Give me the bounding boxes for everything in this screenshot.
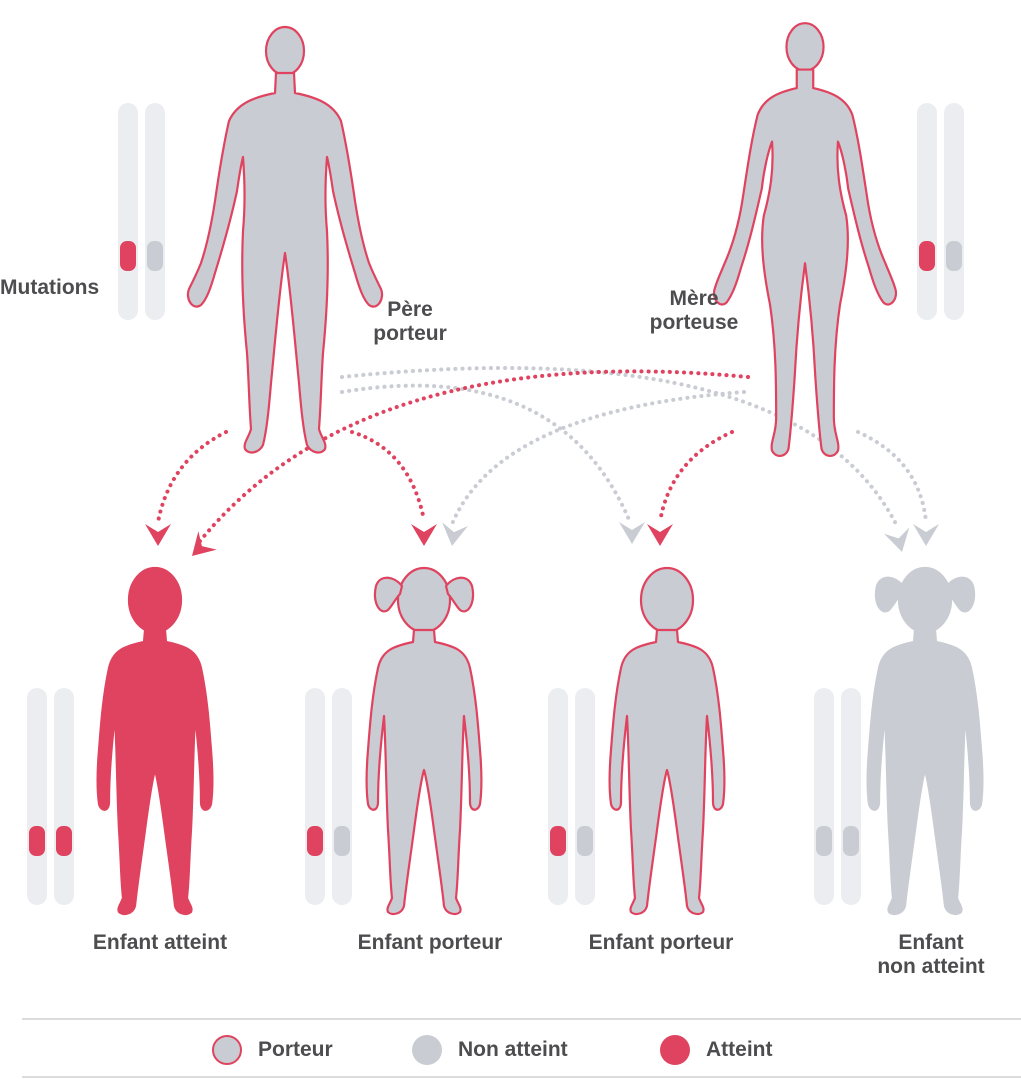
father-figure [186,25,384,454]
child-1-figure [96,566,214,916]
mutation-marker [120,241,136,271]
arrow-father-child-1 [145,430,228,546]
legend-affected-label: Atteint [706,1038,773,1061]
arrowhead [647,524,673,546]
arrow-mother-child-3 [647,430,734,546]
arrowhead [145,524,171,546]
mutations-label: Mutations [0,276,100,299]
arrow-father-child-4 [340,365,910,552]
arrowhead [619,522,645,544]
legend-unaffected-swatch [412,1035,442,1065]
legend-unaffected-label: Non atteint [458,1038,568,1061]
father-chromosomes [118,103,165,320]
mother-figure [712,22,898,458]
legend: Porteur Non atteint Atteint [22,1018,1021,1078]
child-4-chromosomes [814,688,861,905]
normal-allele-marker [577,826,593,856]
chromosome [814,688,834,905]
legend-affected-swatch [660,1035,690,1065]
child-4-figure [866,566,984,916]
child-2-figure [365,566,483,916]
legend-carrier-swatch [212,1035,242,1065]
arrow-mother-child-1 [192,369,750,556]
mutation-marker [919,241,935,271]
arrow-father-child-3 [340,383,645,544]
normal-allele-marker [147,241,163,271]
normal-allele-marker [816,826,832,856]
arrowhead [411,524,437,546]
child-4-label: Enfant non atteint [877,931,985,978]
arrowhead [192,531,217,556]
chromosome [332,688,352,905]
normal-allele-marker [843,826,859,856]
child-3-figure [608,566,726,916]
legend-item-affected: Atteint [660,1033,773,1067]
chromosome [27,688,47,905]
chromosome [145,103,165,320]
chromosome [54,688,74,905]
child-1-chromosomes [27,688,74,905]
arrow-mother-child-2 [442,390,746,546]
child-2-chromosomes [305,688,352,905]
child-3-label: Enfant porteur [588,931,734,954]
child-3-chromosomes [548,688,595,905]
legend-carrier-label: Porteur [258,1038,333,1061]
mutation-marker [307,826,323,856]
chromosomes-layer [27,103,964,905]
arrow-mother-child-4 [856,430,939,546]
child-1-label: Enfant atteint [92,931,228,954]
mother-chromosomes [917,103,964,320]
mutation-marker [56,826,72,856]
chromosome [917,103,937,320]
legend-item-unaffected: Non atteint [412,1033,568,1067]
normal-allele-marker [334,826,350,856]
inheritance-arrows [145,365,939,556]
chromosome [841,688,861,905]
child-2-label: Enfant porteur [357,931,503,954]
normal-allele-marker [946,241,962,271]
father-label: Père porteur [373,298,447,345]
chromosome [575,688,595,905]
mutation-marker [550,826,566,856]
arrowhead [442,522,468,546]
legend-item-carrier: Porteur [212,1033,333,1067]
arrow-father-child-2 [350,430,437,546]
arrowhead [913,524,939,546]
chromosome [548,688,568,905]
arrowhead [884,527,910,552]
chromosome [944,103,964,320]
chromosome [118,103,138,320]
mutation-marker [29,826,45,856]
chromosome [305,688,325,905]
mother-label: Mère porteuse [649,287,739,334]
